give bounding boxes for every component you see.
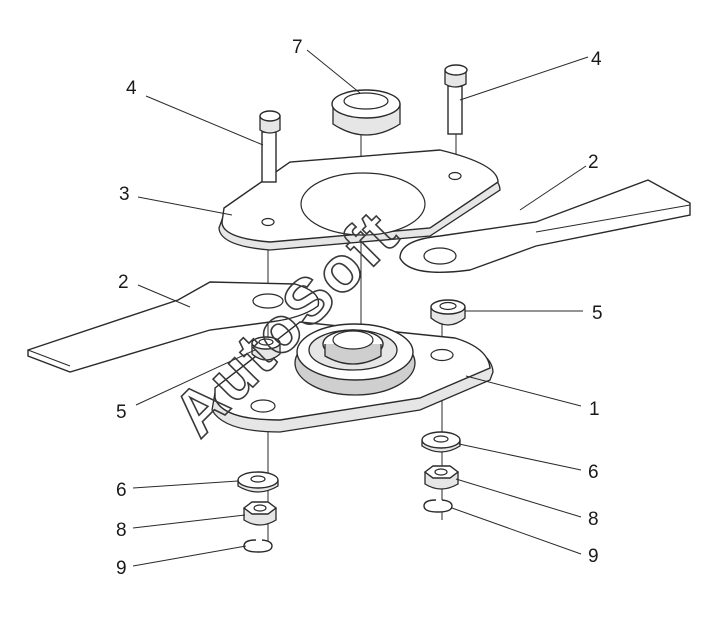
callout-5-right: 5 — [592, 303, 603, 324]
bushing-left-part-5 — [251, 336, 281, 361]
bushing-right-part-5 — [430, 299, 466, 326]
callout-labels: 7 4 4 3 2 2 5 5 1 6 6 8 8 9 9 — [116, 37, 603, 579]
callout-7: 7 — [292, 37, 303, 58]
washer-right-part-6 — [421, 431, 461, 453]
callout-6-left: 6 — [116, 480, 127, 501]
callout-3: 3 — [119, 184, 130, 205]
bolt-left-part-4 — [259, 110, 281, 183]
nut-left-part-8 — [242, 501, 278, 526]
callout-8-right: 8 — [588, 509, 599, 530]
callout-4-right: 4 — [591, 49, 602, 70]
spring-washer-right-part-9 — [423, 499, 453, 513]
spring-washer-left-part-9 — [243, 539, 273, 553]
nut-right-part-8 — [423, 465, 460, 490]
callout-4-left: 4 — [126, 78, 137, 99]
blade-right-part-2 — [399, 179, 691, 273]
washer-left-part-6 — [237, 471, 279, 493]
blade-left-part-2 — [27, 281, 320, 373]
callout-9-left: 9 — [116, 558, 127, 579]
upper-plate-part-3 — [218, 149, 501, 251]
bushing-part-7 — [331, 89, 401, 136]
callout-8-left: 8 — [116, 520, 127, 541]
callout-1: 1 — [589, 399, 600, 420]
callout-2-right: 2 — [588, 152, 599, 173]
leader-lines — [132, 49, 589, 567]
base-flange-part-1 — [211, 321, 494, 433]
callout-9-right: 9 — [588, 546, 599, 567]
callout-5-left: 5 — [116, 402, 127, 423]
callout-2-left: 2 — [118, 272, 129, 293]
callout-6-right: 6 — [588, 462, 599, 483]
bolt-right-part-4 — [444, 64, 468, 135]
